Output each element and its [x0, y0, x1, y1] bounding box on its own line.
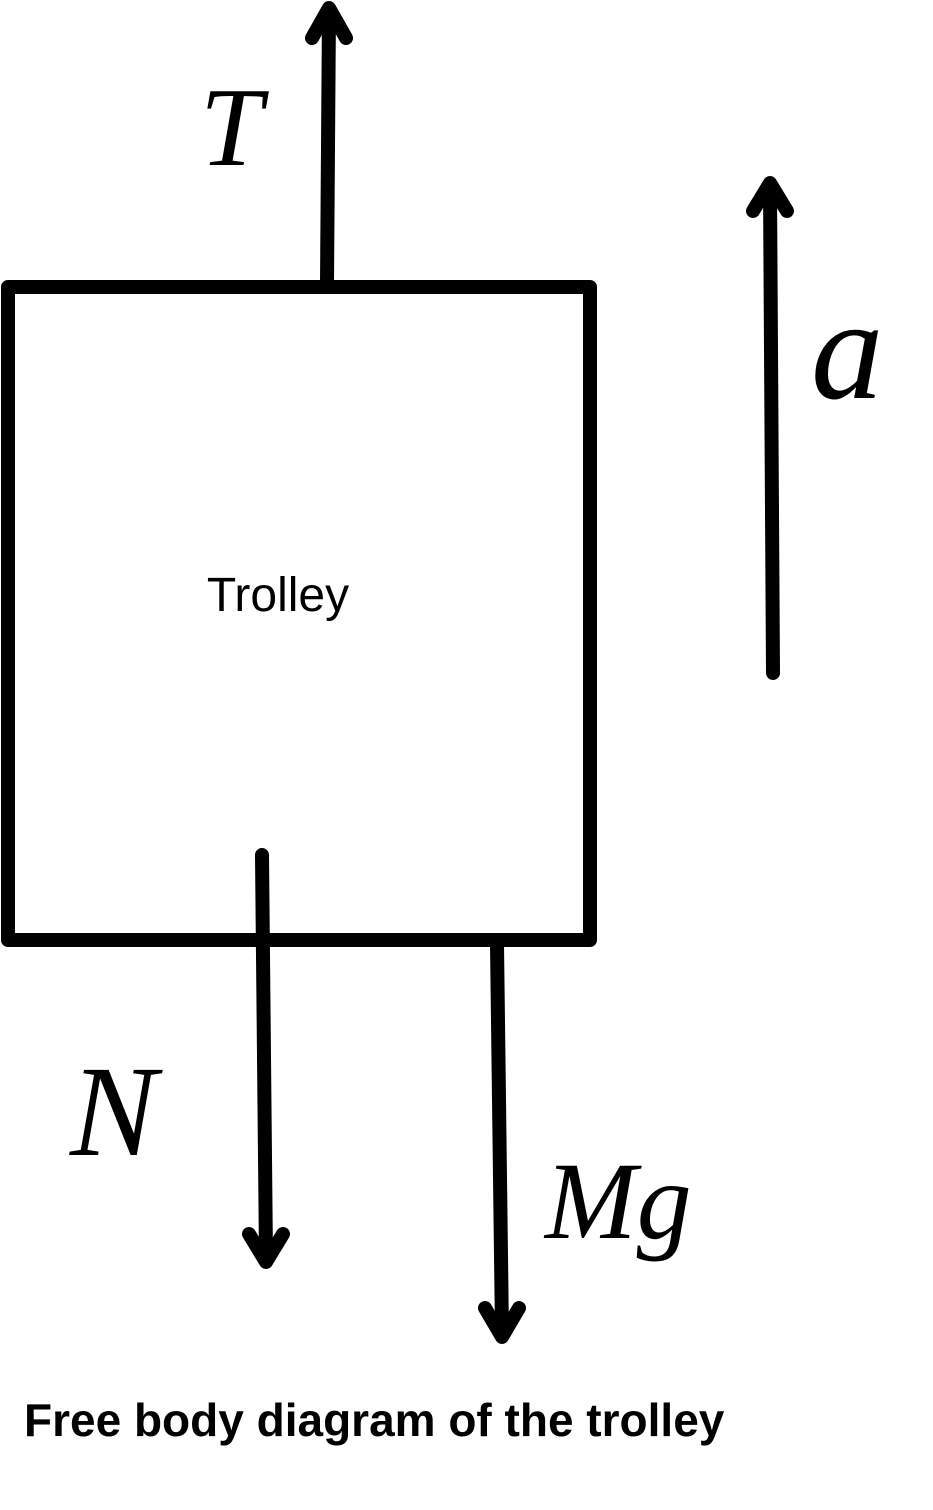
tension-label: T: [200, 66, 269, 190]
acceleration-arrow: [746, 176, 794, 680]
acceleration-label: a: [811, 270, 884, 430]
tension-arrow: [305, 1, 353, 290]
trolley-box: [1, 280, 597, 947]
weight-label: Mg: [543, 1140, 692, 1262]
trolley-label: Trolley: [207, 569, 349, 622]
normal-force-arrow: [242, 848, 290, 1269]
normal-force-label: N: [69, 1040, 163, 1184]
weight-arrow: [478, 937, 526, 1344]
diagram-caption: Free body diagram of the trolley: [24, 1394, 725, 1446]
